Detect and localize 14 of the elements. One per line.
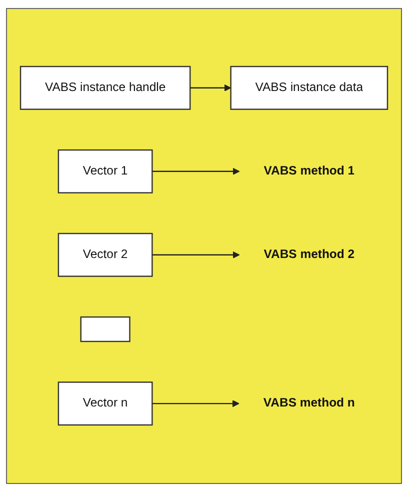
node-box (230, 66, 388, 110)
node-text: VABS method n (263, 396, 355, 410)
node-box (58, 233, 153, 278)
node-box (80, 316, 130, 342)
node-text: VABS method 1 (264, 164, 355, 178)
node-box (58, 382, 153, 426)
node-box (20, 66, 191, 110)
panel-background: VABS instance handle VABS instance data Vector 1 Vector 2 Vector n VABS method 1 VABS method 2 VABS method n (6, 8, 402, 484)
arrow (190, 84, 232, 92)
arrow (152, 168, 240, 176)
node-box (58, 150, 153, 194)
arrow (152, 400, 240, 408)
arrow (152, 252, 240, 259)
node-text: VABS method 2 (264, 248, 355, 262)
